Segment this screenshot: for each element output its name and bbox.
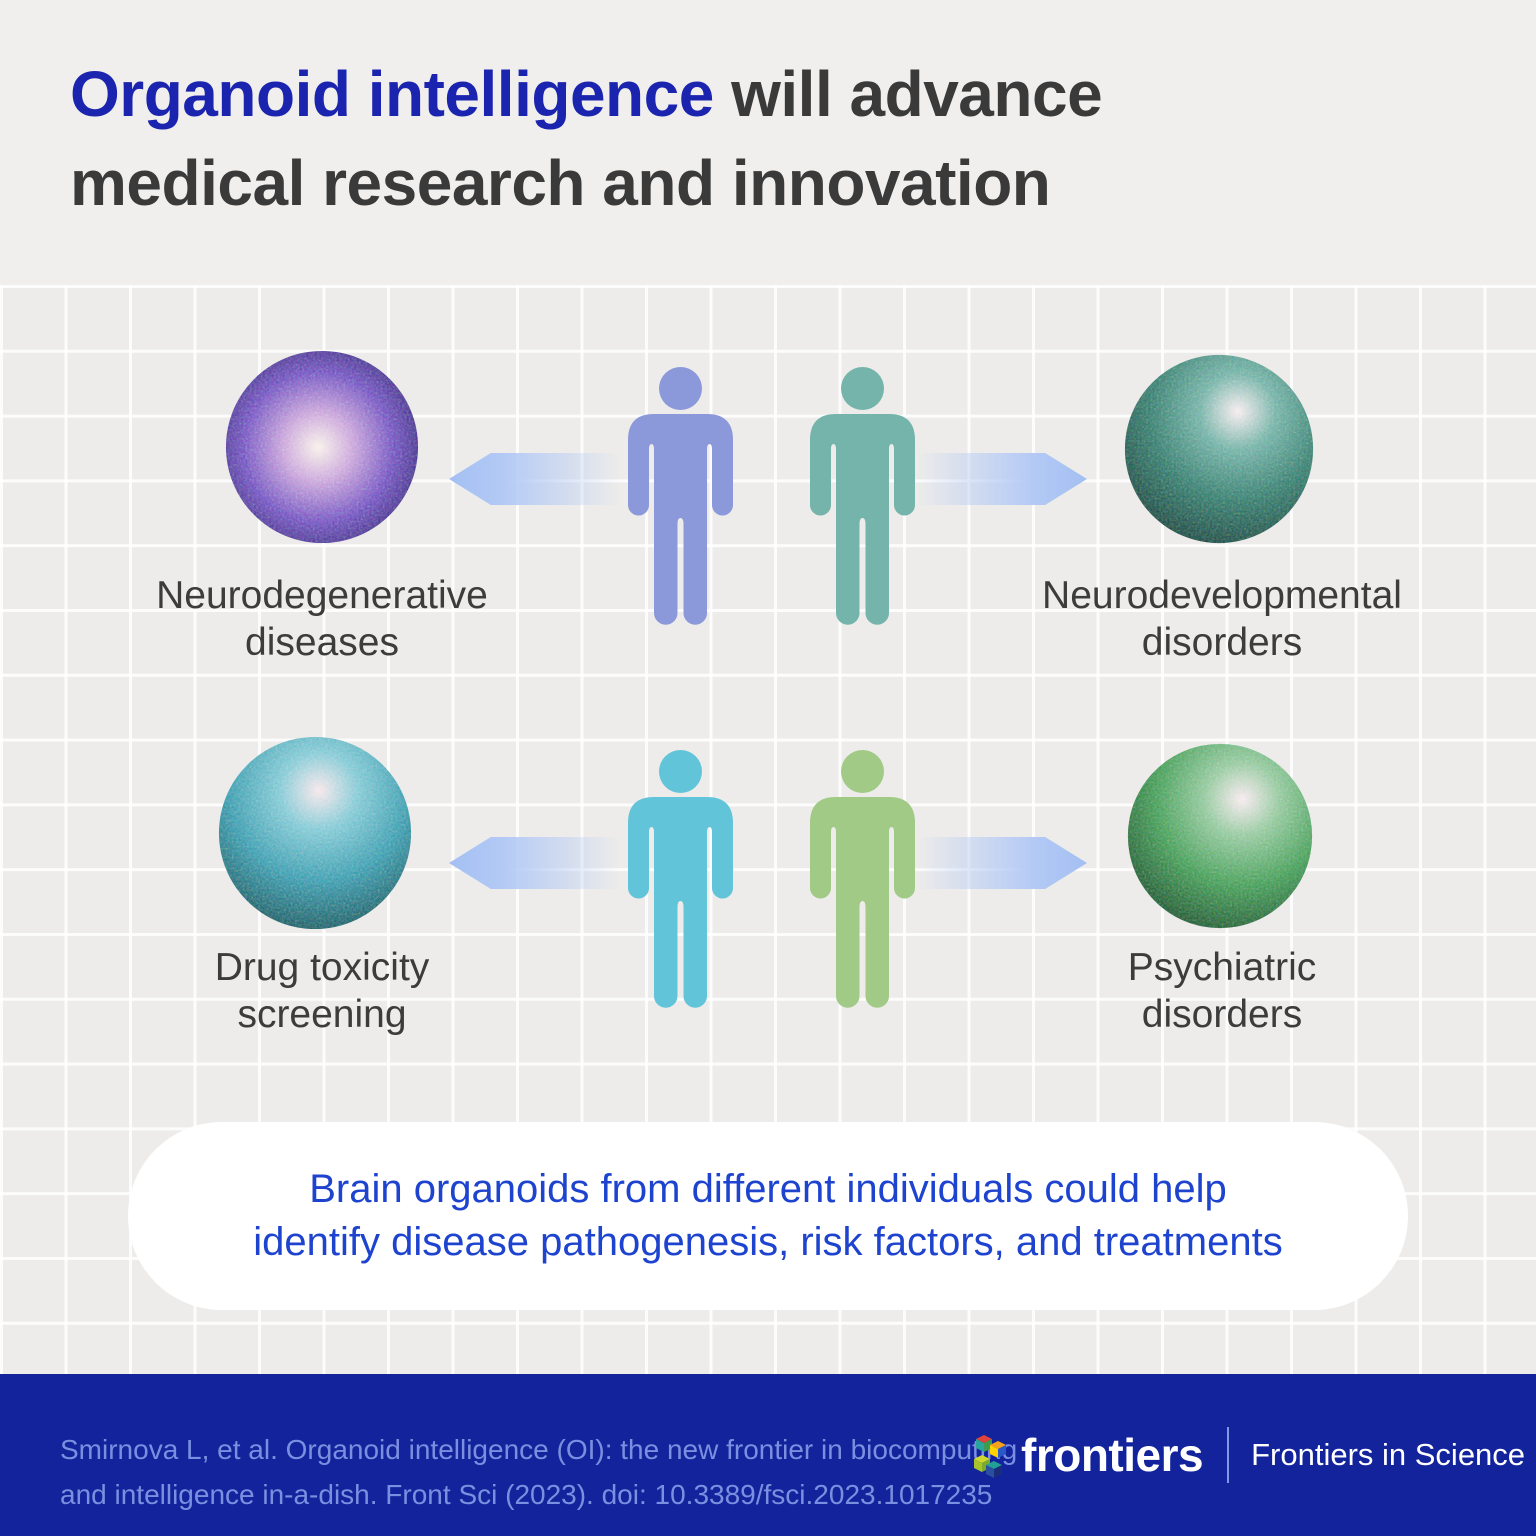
label-line2: diseases — [245, 621, 399, 664]
label-line1: Psychiatric — [1127, 946, 1317, 989]
page-title: Organoid intelligence will advance medica… — [70, 50, 1470, 228]
label-psychiatric: Psychiatric disorders — [982, 944, 1462, 1038]
frontiers-brand: frontiers Frontiers in Science — [972, 1374, 1525, 1536]
label-line1: Neurodevelopmental — [1042, 574, 1402, 617]
label-line1: Drug toxicity — [214, 946, 430, 989]
label-neurodegenerative: Neurodegenerative diseases — [82, 572, 562, 666]
arrow-left-bottom-icon — [449, 837, 631, 889]
person-cyan-icon — [628, 750, 733, 1008]
label-line2: disorders — [1141, 621, 1303, 664]
frontiers-wordmark: frontiers — [1021, 1429, 1204, 1481]
key-message-text: Brain organoids from different individua… — [253, 1163, 1282, 1269]
organoid-neurodevelopmental-image — [1124, 354, 1314, 544]
arrow-right-bottom-icon — [905, 837, 1087, 889]
label-line1: Neurodegenerative — [156, 574, 488, 617]
brand-divider — [1227, 1427, 1230, 1483]
title-rest: will advance — [713, 58, 1103, 130]
organoid-drug-toxicity-image — [218, 736, 412, 930]
arrow-right-top-icon — [905, 453, 1087, 505]
citation-line2: and intelligence in-a-dish. Front Sci (2… — [60, 1479, 993, 1510]
citation-line1: Smirnova L, et al. Organoid intelligence… — [60, 1434, 1018, 1465]
label-line2: screening — [237, 993, 407, 1036]
label-neurodevelopmental: Neurodevelopmental disorders — [982, 572, 1462, 666]
frontiers-logo-icon — [974, 1435, 1006, 1478]
key-message-pill: Brain organoids from different individua… — [128, 1122, 1408, 1310]
person-blue-icon — [628, 367, 733, 625]
organoid-neurodegenerative-image — [225, 350, 419, 544]
person-teal-icon — [810, 367, 915, 625]
footer: Smirnova L, et al. Organoid intelligence… — [0, 1374, 1536, 1536]
key-message-line2: identify disease pathogenesis, risk fact… — [253, 1220, 1283, 1264]
citation: Smirnova L, et al. Organoid intelligence… — [60, 1427, 1017, 1517]
label-line2: disorders — [1141, 993, 1303, 1036]
organoid-psychiatric-image — [1127, 743, 1313, 929]
arrow-left-top-icon — [449, 453, 631, 505]
publication-name: Frontiers in Science — [1251, 1437, 1526, 1472]
title-line2: medical research and innovation — [70, 147, 1051, 219]
title-highlight: Organoid intelligence — [70, 58, 714, 130]
label-drug-toxicity: Drug toxicity screening — [82, 944, 562, 1038]
person-green-icon — [810, 750, 915, 1008]
key-message-line1: Brain organoids from different individua… — [309, 1167, 1227, 1211]
